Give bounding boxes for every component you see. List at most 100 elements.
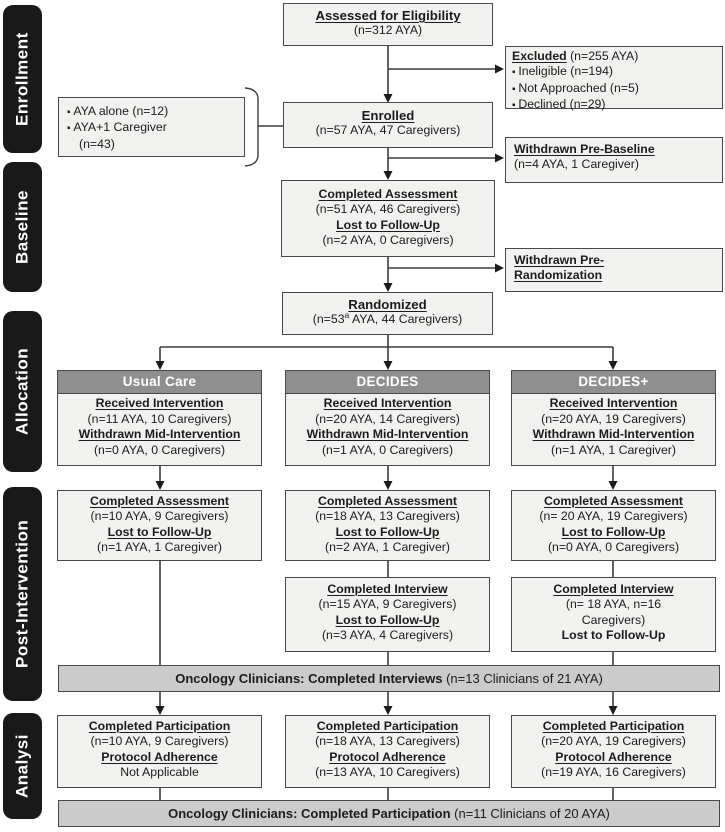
randomized-box: Randomized (n=53a AYA, 44 Caregivers) — [282, 292, 493, 335]
arm-usual-care-allocation-box: Usual Care Received Intervention (n=11 A… — [57, 370, 262, 466]
allocation-heading2: Withdrawn Mid-Intervention — [306, 427, 469, 442]
post-heading2: Lost to Follow-Up — [335, 524, 440, 539]
withdrawn-pre-baseline-value: (n=4 AYA, 1 Caregiver) — [514, 157, 639, 172]
enrollment-bracket — [244, 87, 283, 167]
arm-decides-header: DECIDES — [286, 371, 489, 395]
allocation-heading1: Received Intervention — [95, 396, 224, 411]
decides-post-assessment-box: Completed Assessment (n=18 AYA, 13 Careg… — [285, 490, 490, 561]
decides-analysis-box: Completed Participation (n=18 AYA, 13 Ca… — [285, 715, 490, 788]
arm-usual-care-header: Usual Care — [58, 371, 261, 395]
analysis-heading2: Protocol Adherence — [555, 749, 672, 764]
randomized-footnote-marker: a — [344, 310, 350, 321]
baseline-assessment-value1: (n=51 AYA, 46 Caregivers) — [315, 202, 461, 217]
allocation-value1: (n=11 AYA, 10 Caregivers) — [87, 411, 232, 426]
oncology-interviews-bar: Oncology Clinicians: Completed Interview… — [58, 665, 720, 692]
excluded-list: Ineligible (n=194) Not Approached (n=5) … — [512, 64, 716, 113]
arm-decides-plus-header: DECIDES+ — [512, 371, 715, 395]
analysis-value2: (n=13 AYA, 10 Caregivers) — [315, 765, 460, 780]
analysis-heading2: Protocol Adherence — [329, 749, 446, 764]
post-heading2: Lost to Follow-Up — [107, 524, 212, 539]
stage-label-allocation: Allocation — [3, 311, 42, 472]
baseline-assessment-box: Completed Assessment (n=51 AYA, 46 Careg… — [281, 180, 495, 257]
baseline-assessment-heading1: Completed Assessment — [318, 187, 458, 201]
analysis-heading1: Completed Participation — [88, 719, 231, 733]
decides-plus-post-assessment-box: Completed Assessment (n= 20 AYA, 19 Care… — [511, 490, 716, 561]
baseline-assessment-value2: (n=2 AYA, 0 Caregivers) — [322, 233, 454, 248]
post-heading1: Completed Assessment — [544, 494, 683, 508]
enrolled-heading: Enrolled — [361, 108, 415, 123]
interview-heading2: Lost to Follow-Up — [335, 612, 440, 627]
post-heading1: Completed Assessment — [90, 494, 229, 508]
excluded-heading-line: Excluded (n=255 AYA) — [512, 49, 716, 64]
assessed-heading: Assessed for Eligibility — [315, 8, 461, 23]
decides-plus-interview-box: Completed Interview (n= 18 AYA, n=16 Car… — [511, 577, 716, 652]
post-value1: (n= 20 AYA, 19 Caregivers) — [539, 509, 688, 524]
allocation-value2: (n=1 AYA, 0 Caregivers) — [321, 442, 454, 457]
oncology-participation-bar: Oncology Clinicians: Completed Participa… — [58, 800, 720, 827]
interview-heading1: Completed Interview — [553, 582, 674, 596]
randomized-value-pre: (n=53 — [312, 312, 345, 327]
analysis-value2: (n=19 AYA, 16 Caregivers) — [541, 765, 686, 780]
withdrawn-pre-randomization-line2: Randomization — [514, 268, 603, 283]
composition-item: AYA alone (n=12) — [67, 104, 240, 120]
analysis-value1: (n=10 AYA, 9 Caregivers) — [90, 734, 229, 749]
enrollment-composition-box: AYA alone (n=12) AYA+1 Caregiver (n=43) — [58, 97, 245, 157]
excluded-heading: Excluded — [512, 49, 567, 63]
excluded-heading-suffix: (n=255 AYA) — [566, 49, 639, 63]
oncology-participation-label: Oncology Clinicians: Completed Participa… — [168, 806, 451, 821]
interview-value2: (n=3 AYA, 4 Caregivers) — [321, 628, 454, 643]
allocation-value2: (n=0 AYA, 0 Caregivers) — [93, 442, 226, 457]
interview-value1: (n= 18 AYA, n=16 — [565, 597, 662, 612]
randomized-value: (n=53a AYA, 44 Caregivers) — [283, 310, 492, 327]
post-heading2: Lost to Follow-Up — [561, 524, 666, 539]
decides-plus-analysis-box: Completed Participation (n=20 AYA, 19 Ca… — [511, 715, 716, 788]
excluded-box: Excluded (n=255 AYA) Ineligible (n=194) … — [505, 46, 723, 111]
post-value2: (n=2 AYA, 1 Caregiver) — [325, 540, 450, 555]
withdrawn-pre-randomization-line1: Withdrawn Pre- — [514, 253, 605, 267]
assessed-value: (n=312 AYA) — [353, 23, 423, 38]
allocation-heading2: Withdrawn Mid-Intervention — [78, 427, 241, 442]
interview-heading1: Completed Interview — [327, 582, 448, 596]
post-value1: (n=18 AYA, 13 Caregivers) — [315, 509, 460, 524]
allocation-value2: (n=1 AYA, 1 Caregiver) — [551, 442, 676, 457]
analysis-heading1: Completed Participation — [542, 719, 685, 733]
oncology-participation-count: (n=11 Clinicians of 20 AYA) — [450, 806, 610, 821]
post-value2: (n=1 AYA, 1 Caregiver) — [97, 540, 222, 555]
post-value1: (n=10 AYA, 9 Caregivers) — [90, 509, 229, 524]
allocation-heading1: Received Intervention — [323, 396, 452, 411]
stage-label-analysis: Analysi — [3, 713, 42, 819]
allocation-value1: (n=20 AYA, 19 Caregivers) — [541, 411, 686, 426]
stage-label-baseline: Baseline — [3, 162, 42, 292]
oncology-interviews-label: Oncology Clinicians: Completed Interview… — [175, 671, 443, 686]
interview-value1-line2: Caregivers) — [581, 612, 646, 627]
usual-care-post-assessment-box: Completed Assessment (n=10 AYA, 9 Caregi… — [57, 490, 262, 561]
analysis-value1: (n=18 AYA, 13 Caregivers) — [315, 734, 460, 749]
randomized-value-post: AYA, 44 Caregivers) — [349, 312, 463, 327]
excluded-item: Not Approached (n=5) — [512, 81, 716, 97]
analysis-value2: Not Applicable — [120, 765, 199, 780]
stage-label-enrollment: Enrollment — [3, 5, 42, 153]
analysis-heading2: Protocol Adherence — [101, 749, 218, 764]
baseline-assessment-heading2: Lost to Follow-Up — [336, 217, 440, 232]
analysis-value1: (n=20 AYA, 19 Caregivers) — [541, 734, 686, 749]
usual-care-analysis-box: Completed Participation (n=10 AYA, 9 Car… — [57, 715, 262, 788]
withdrawn-pre-baseline-heading: Withdrawn Pre-Baseline — [514, 142, 655, 156]
stage-label-post-intervention: Post-Intervention — [3, 487, 42, 701]
randomized-heading: Randomized — [348, 297, 427, 312]
interview-value1: (n=15 AYA, 9 Caregivers) — [318, 597, 457, 612]
oncology-interviews-count: (n=13 Clinicians of 21 AYA) — [442, 671, 603, 686]
composition-item: AYA+1 Caregiver (n=43) — [67, 120, 240, 152]
post-heading1: Completed Assessment — [318, 494, 457, 508]
withdrawn-pre-randomization-box: Withdrawn Pre- Randomization — [505, 248, 723, 292]
withdrawn-pre-baseline-box: Withdrawn Pre-Baseline (n=4 AYA, 1 Careg… — [505, 137, 723, 183]
post-value2: (n=0 AYA, 0 Caregivers) — [547, 540, 680, 555]
excluded-item: Declined (n=29) — [512, 97, 716, 113]
allocation-heading1: Received Intervention — [549, 396, 678, 411]
allocation-heading2: Withdrawn Mid-Intervention — [532, 427, 695, 442]
arm-decides-allocation-box: DECIDES Received Intervention (n=20 AYA,… — [285, 370, 490, 466]
enrolled-box: Enrolled (n=57 AYA, 47 Caregivers) — [283, 102, 493, 148]
excluded-item: Ineligible (n=194) — [512, 64, 716, 80]
arm-decides-plus-allocation-box: DECIDES+ Received Intervention (n=20 AYA… — [511, 370, 716, 466]
